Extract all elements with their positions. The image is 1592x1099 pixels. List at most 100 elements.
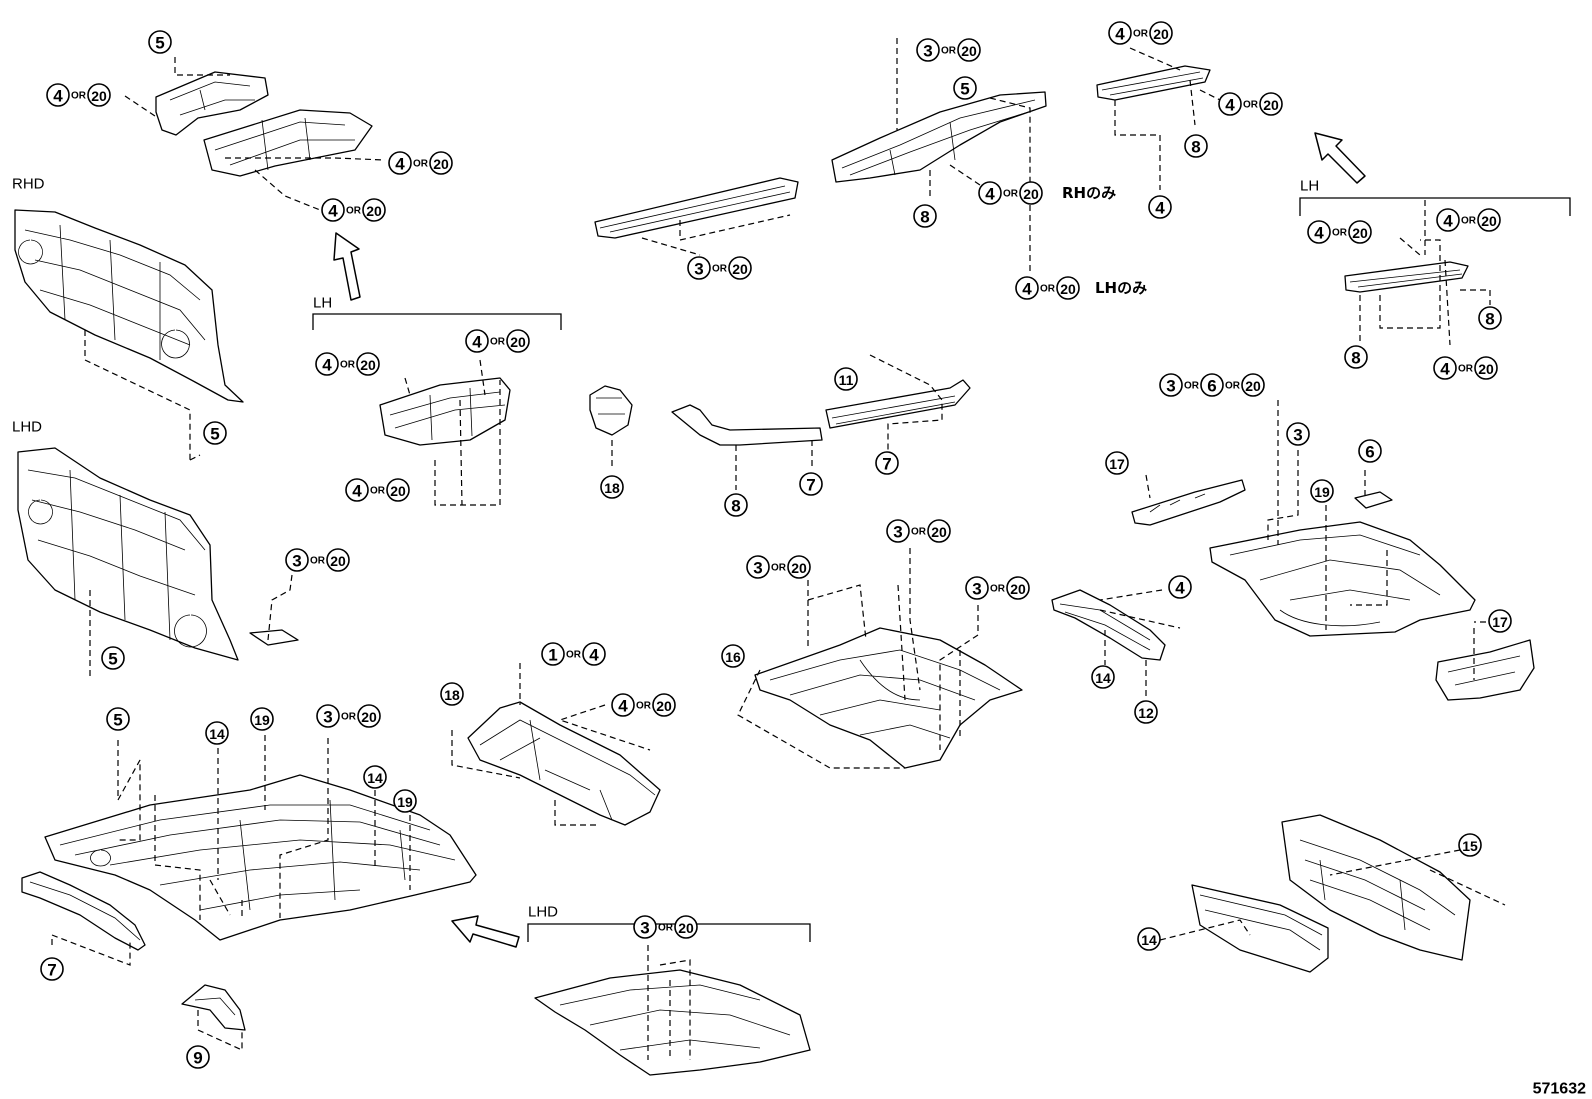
or-separator: OR [658,923,674,934]
part-number-circle [1218,92,1242,116]
part-number: 4 [1314,224,1324,243]
part-number: 14 [367,770,383,786]
part-number-circle [1344,345,1368,369]
part-number-circle [600,475,624,499]
part-number: 20 [961,43,977,59]
note-lh-only: LHのみ [1095,279,1147,297]
part-number-circle [1307,220,1331,244]
label-lhd: LHD [12,419,42,436]
part-number-circle [315,352,339,376]
part-rail-top-right [1096,65,1211,101]
part-number: 20 [732,261,748,277]
part-number: 20 [791,560,807,576]
or-separator: OR [1225,381,1241,392]
part-number-circle [541,642,565,666]
or-separator: OR [370,486,386,497]
part-clip-left [249,629,299,646]
part-number-circle [388,151,412,175]
part-number: 4 [328,202,338,221]
part-number: 20 [1481,213,1497,229]
part-number: 4 [1443,212,1453,231]
or-separator: OR [911,527,927,538]
part-number: 5 [155,34,164,53]
part-number: 4 [322,356,332,375]
note-rh-only: RHのみ [1062,184,1116,202]
part-number-circle [393,789,417,813]
part-number-circle [978,181,1002,205]
callout-5: 5 [106,707,130,731]
part-number-circle [611,693,635,717]
or-separator: OR [566,650,582,661]
part-number-circle [834,367,858,391]
part-number: 20 [1478,361,1494,377]
part-number: 4 [618,697,628,716]
part-number-circle [101,646,125,670]
part-number-circle [465,329,489,353]
part-number: 20 [656,698,672,714]
bracket-lhd-bottom [527,923,811,942]
part-number: 6 [1365,443,1374,462]
or-separator: OR [1458,364,1474,375]
part-6-small [1354,491,1393,509]
part-number: 4 [589,646,599,665]
or-separator: OR [771,563,787,574]
part-rocker-8-7 [671,379,971,446]
part-number: 5 [960,80,969,99]
part-number: 3 [972,580,981,599]
part-number: 4 [472,333,482,352]
part-number-circle [1433,356,1457,380]
part-number-circle [1015,276,1039,300]
part-number-circle [1105,451,1129,475]
part-number: 9 [193,1049,202,1068]
callout-19: 19 [1310,479,1334,503]
part-number-circle [285,548,309,572]
part-dash-panel-rhd [14,209,244,403]
part-number-circle [1006,576,1030,600]
part-number-circle [1478,306,1502,330]
part-number-circle [1477,208,1501,232]
part-number-circle [186,1045,210,1069]
part-number-circle [429,151,453,175]
callout-19: 19 [250,707,274,731]
part-number: 4 [395,155,405,174]
part-number-circle [652,693,676,717]
part-number: 3 [893,523,902,542]
or-separator: OR [346,206,362,217]
part-number: 16 [725,649,741,665]
or-separator: OR [636,701,652,712]
part-number-circle [1134,700,1158,724]
part-17-top [1131,479,1246,526]
part-number: 6 [1207,377,1216,396]
part-number-circle [1488,609,1512,633]
or-separator: OR [341,712,357,723]
part-number: 3 [1293,426,1302,445]
callout-6: 6 [1358,439,1382,463]
part-number: 3 [323,708,332,727]
diagram-id: 571632 [1533,1081,1586,1098]
callout-5: 5 [148,30,172,54]
part-number-circle [957,38,981,62]
part-number: 20 [1010,581,1026,597]
part-number: 19 [397,794,413,810]
view-arrow-bottom [451,915,520,948]
part-number-circle [205,721,229,745]
part-rail-lh-right [1344,261,1469,293]
part-number: 20 [361,709,377,725]
part-number: 3 [640,919,649,938]
callout-5: 5 [101,646,125,670]
callout-4-or-20: 4 OR 20 [611,693,676,717]
part-number-circle [913,204,937,228]
